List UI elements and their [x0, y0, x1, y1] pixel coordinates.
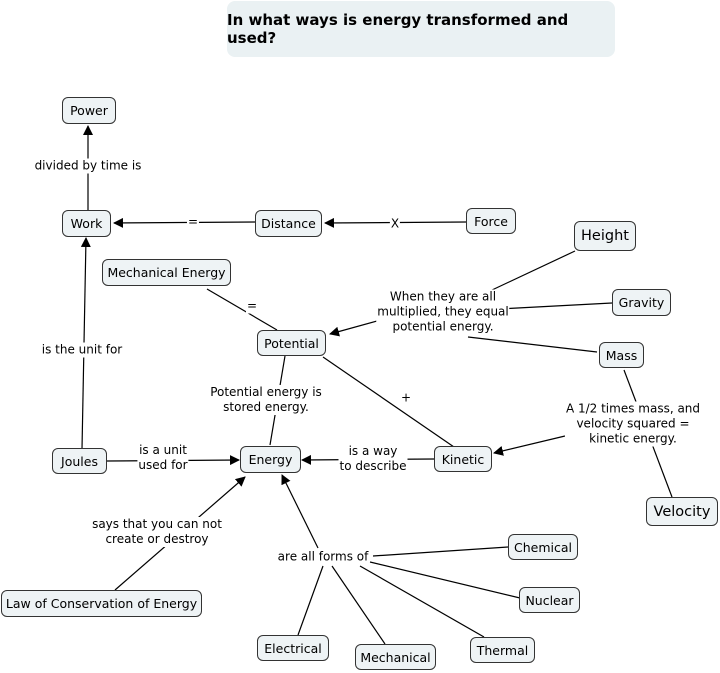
node-height[interactable]: Height [574, 221, 636, 251]
node-mechanical-energy[interactable]: Mechanical Energy [102, 259, 231, 286]
node-force[interactable]: Force [466, 208, 516, 234]
link-label-stored: Potential energy is stored energy. [209, 385, 323, 415]
link-label-plus: + [399, 390, 413, 406]
connector-height-label [491, 250, 576, 291]
node-law-of-conservation[interactable]: Law of Conservation of Energy [1, 590, 202, 617]
link-label-cannot-create: says that you can not create or destroy [91, 517, 223, 547]
connector-mass-label [467, 336, 598, 353]
connector-chemical-forms [372, 546, 509, 557]
connector-forms-energy [281, 474, 319, 549]
node-gravity[interactable]: Gravity [612, 289, 671, 316]
link-label-equals-work: = [186, 214, 200, 230]
node-power[interactable]: Power [62, 97, 116, 124]
node-joules[interactable]: Joules [52, 448, 107, 474]
link-label-half-mass: A 1/2 times mass, and velocity squared =… [564, 401, 702, 447]
link-label-multiplied: When they are all multiplied, they equal… [376, 289, 510, 335]
page-title: In what ways is energy transformed and u… [227, 1, 615, 57]
link-label-times-force: X [389, 216, 401, 232]
node-chemical[interactable]: Chemical [508, 534, 578, 560]
node-mass[interactable]: Mass [599, 342, 644, 368]
link-label-equals-mech: = [245, 298, 259, 314]
node-energy[interactable]: Energy [240, 446, 301, 473]
connector-nuclear-forms [369, 561, 521, 599]
node-mechanical[interactable]: Mechanical [355, 644, 436, 670]
connector-electrical-forms [297, 565, 324, 636]
node-potential[interactable]: Potential [257, 330, 326, 356]
connector-thermal-forms [359, 565, 485, 638]
link-label-forms-of: are all forms of [276, 549, 370, 565]
node-nuclear[interactable]: Nuclear [519, 587, 580, 613]
connector-gravity-label [498, 302, 613, 310]
link-label-divided-by-time: divided by time is [33, 158, 143, 174]
node-thermal[interactable]: Thermal [470, 637, 535, 663]
node-kinetic[interactable]: Kinetic [434, 446, 492, 472]
connector-distance-work [113, 217, 257, 228]
connector-mechanical-forms [331, 565, 386, 645]
connector-potential-kinetic [322, 356, 455, 448]
link-label-unit-used: is a unit used for [137, 443, 189, 473]
link-label-unit-for: is the unit for [40, 342, 124, 358]
connector-halfmass-kinetic [493, 435, 566, 456]
node-velocity[interactable]: Velocity [646, 497, 718, 526]
node-work[interactable]: Work [62, 210, 111, 237]
connector-mechenergy-potential [206, 288, 278, 331]
node-distance[interactable]: Distance [255, 210, 322, 237]
node-electrical[interactable]: Electrical [257, 635, 329, 661]
link-label-way-describe: is a way to describe [338, 444, 408, 474]
